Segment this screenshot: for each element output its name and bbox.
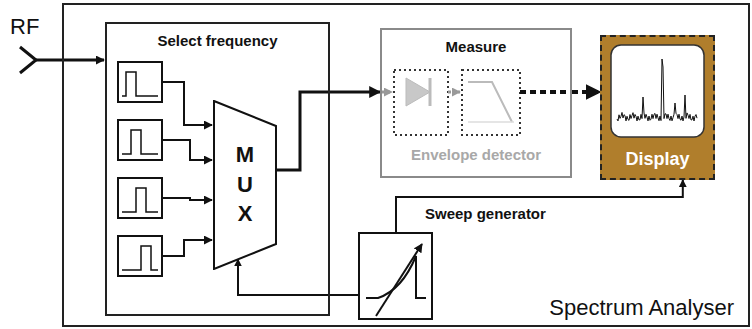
envelope-detector [468, 121, 514, 123]
rf-antenna [20, 47, 36, 73]
sweep-generator-box: Sweep generator [358, 232, 433, 320]
signal-name: RF [10, 14, 39, 40]
filter-wire [162, 82, 212, 125]
ramp-symbol [366, 256, 426, 298]
ramp-symbol [366, 244, 426, 316]
multiplexer: M U X [213, 100, 277, 270]
signal-connector [572, 90, 600, 94]
filter-wire [162, 140, 212, 160]
block-subtitle: Envelope detector [411, 146, 541, 163]
ramp-symbol [376, 244, 422, 316]
rf-antenna [36, 59, 104, 62]
envelope-detector [406, 78, 430, 106]
filter-wire [162, 82, 212, 256]
envelope-detector [382, 70, 572, 135]
envelope-detector [394, 70, 448, 135]
filter-symbol [122, 188, 158, 212]
envelope-detector [448, 91, 460, 94]
block-title: Sweep generator [425, 205, 546, 222]
filter-symbol [118, 62, 162, 102]
envelope-detector [382, 91, 392, 94]
analyser-housing: Spectrum Analyser Select frequency M U X Me… [62, 3, 750, 327]
envelope-detector [520, 90, 572, 94]
block-title: Measure [446, 38, 507, 55]
frequency-select-block: Select frequency M U X [105, 22, 330, 316]
mux-outline [214, 101, 276, 269]
display-block: Display [600, 35, 715, 180]
envelope-detector [429, 78, 432, 106]
filter-symbol [118, 178, 162, 218]
filter-symbol [122, 72, 158, 96]
envelope-detector [462, 70, 520, 135]
filter-symbol [122, 130, 158, 154]
filter-symbol [118, 120, 162, 160]
filter-wire [162, 240, 212, 256]
display-label: Display [625, 149, 689, 170]
filter-symbol [118, 236, 162, 276]
filter-symbol [118, 62, 162, 276]
display-screen [611, 45, 704, 137]
measure-block: MeasureEnvelope detector [380, 28, 572, 178]
mux-label: M U X [234, 140, 256, 229]
block-title: Select frequency [157, 32, 277, 49]
filter-wire [162, 198, 212, 200]
system-title: Spectrum Analyser [549, 295, 734, 321]
signal-connector [238, 259, 358, 295]
envelope-detector [468, 82, 512, 122]
filter-symbol [122, 246, 158, 270]
spectrum-trace [617, 59, 697, 121]
signal-connector [396, 180, 683, 232]
